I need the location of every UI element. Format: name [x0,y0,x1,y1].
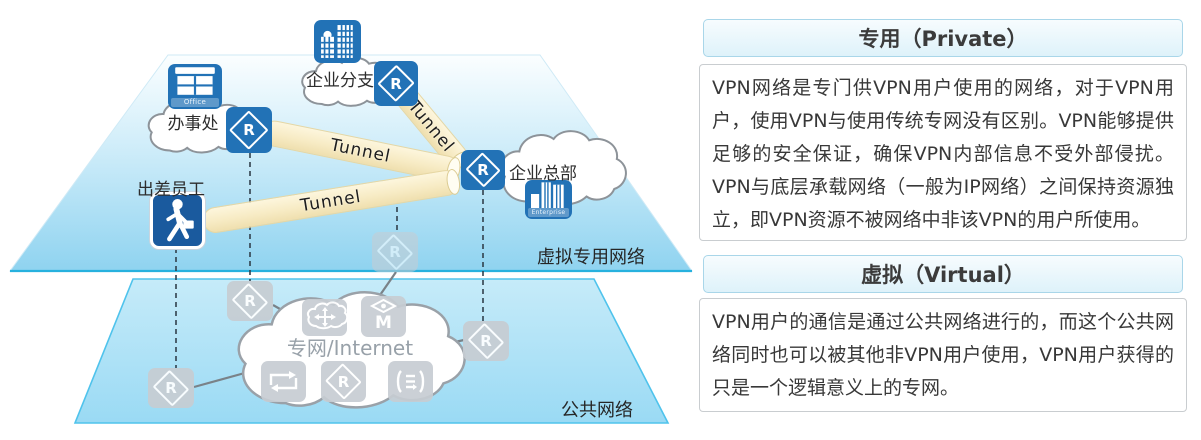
router-letter: R [165,379,177,397]
access-controller-icon [388,361,433,402]
router-letter: R [477,161,489,179]
router-letter: R [243,121,255,139]
switch-letter: M [375,313,392,333]
router-letter: R [389,243,401,261]
traveling-employee-icon [150,192,205,249]
public-network-label: 公共网络 [561,400,633,421]
virtual-panel-title: 虚拟（Virtual） [703,255,1183,293]
virtual-private-network-label: 虚拟专用网络 [537,247,645,268]
branch-label: 企业分支 [306,71,374,91]
internet-cloud-label: 专网/Internet [286,336,414,360]
router-letter: R [390,74,402,93]
router-public-top-icon: R [372,232,418,272]
hq-label: 企业总部 [509,164,577,184]
router-public-left-icon: R [148,368,194,408]
router-public-right-icon: R [463,321,509,361]
enterprise-building-icon: Enterprise [525,180,572,219]
wan-cloud-icon [302,299,347,336]
lan-switch-icon [261,361,306,402]
router-public-upperleft-icon: R [227,281,273,321]
router-in-cloud-icon: R [321,361,366,402]
router-branch-icon: R [374,61,418,106]
router-office-icon: R [226,107,272,153]
employee-label: 出差员工 [137,180,205,200]
virtual-panel-body: VPN用户的通信是通过公共网络进行的，而这个公共网络同时也可以被其他非VPN用户… [699,298,1187,412]
router-letter: R [244,292,256,310]
enterprise-icon-caption: Enterprise [528,208,569,217]
private-panel-title: 专用（Private） [703,19,1183,57]
router-letter: R [480,332,492,350]
office-icon-caption: Office [171,98,219,107]
router-hq-icon: R [461,150,505,190]
multilayer-switch-icon: M [361,296,406,337]
office-building-icon: Office [168,64,222,109]
office-label: 办事处 [167,114,219,134]
branch-building-icon [314,20,361,63]
private-panel-body: VPN网络是专门供VPN用户使用的网络，对于VPN用户，使用VPN与使用传统专网… [699,64,1187,241]
router-letter: R [337,372,350,391]
